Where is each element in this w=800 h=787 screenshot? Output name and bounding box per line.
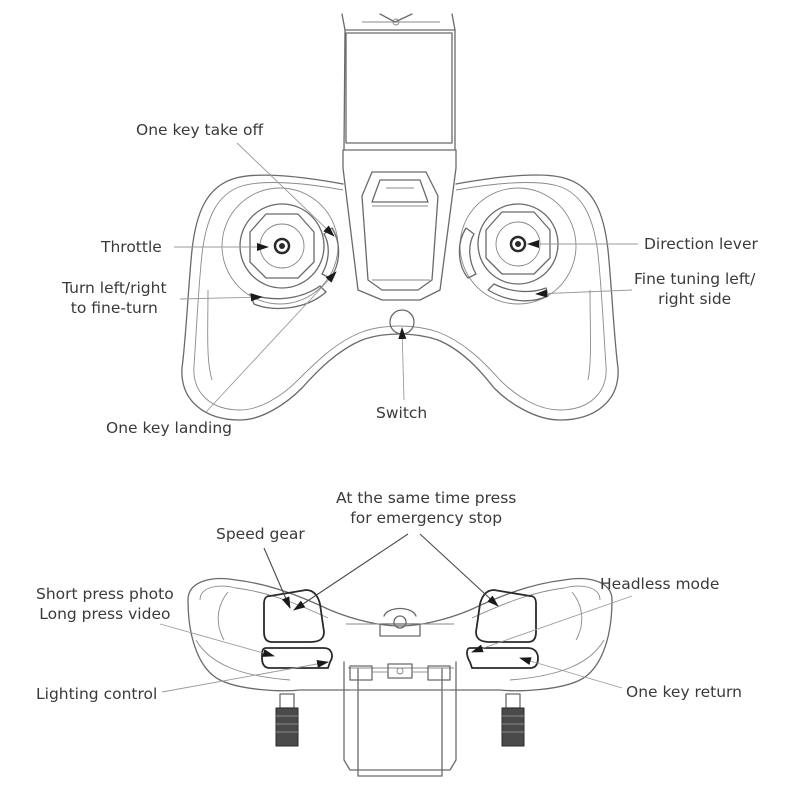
take-off-button: [321, 227, 340, 279]
label-direction-lever: Direction lever: [644, 235, 758, 253]
label-photo-line2: Long press video: [39, 605, 171, 623]
return-pointer: [519, 657, 623, 689]
photo-pointer: [159, 623, 275, 657]
landing-pointer: [205, 271, 337, 413]
label-headless-mode: Headless mode: [600, 575, 720, 593]
emergency-pointer-right: [419, 533, 499, 607]
phone-holder-front: [343, 661, 457, 777]
speed-gear-pointer: [263, 547, 291, 609]
label-emergency-stop: At the same time press for emergency sto…: [336, 488, 516, 528]
label-one-key-landing: One key landing: [106, 419, 232, 437]
fine-tuning-pointer: [535, 289, 633, 298]
label-speed-gear: Speed gear: [216, 525, 305, 543]
front-shell: [187, 577, 613, 692]
take-off-pointer: [236, 142, 335, 237]
front-view-controller: [159, 533, 633, 777]
label-emergency-line1: At the same time press: [336, 489, 517, 507]
left-antenna: [275, 693, 299, 747]
right-antenna: [501, 693, 525, 747]
fine-tuning-side-button: [487, 283, 549, 302]
throttle-stick: [221, 187, 339, 305]
label-switch: Switch: [376, 404, 428, 422]
phone-holder: [341, 13, 456, 151]
fine-turn-trim-button: [249, 285, 327, 310]
label-one-key-return: One key return: [626, 683, 742, 701]
label-throttle: Throttle: [101, 238, 162, 256]
speed-gear-button: [263, 589, 325, 643]
label-fine-tuning-line1: Fine tuning left/: [634, 270, 756, 288]
center-column: [342, 149, 457, 301]
one-key-return-button: [466, 647, 539, 669]
label-photo-line1: Short press photo: [36, 585, 174, 603]
fine-turn-pointer: [179, 293, 263, 302]
headless-side-button: [458, 227, 477, 279]
label-emergency-line2: for emergency stop: [350, 509, 503, 527]
lighting-pointer: [161, 660, 329, 693]
headless-mode-button: [475, 589, 537, 643]
label-fine-tuning: Fine tuning left/ right side: [634, 269, 755, 309]
label-turn-fine-turn: Turn left/right to fine-turn: [62, 278, 167, 318]
direction-stick: [459, 187, 577, 305]
label-lighting-control: Lighting control: [36, 685, 158, 703]
photo-video-button: [261, 647, 333, 669]
headless-pointer: [471, 595, 633, 653]
label-turn-fine-turn-line1: Turn left/right: [62, 279, 167, 297]
label-one-key-take-off: One key take off: [136, 121, 264, 139]
label-turn-fine-turn-line2: to fine-turn: [70, 299, 158, 317]
emergency-pointer-left: [293, 533, 409, 611]
label-photo-video: Short press photo Long press video: [36, 584, 174, 624]
top-view-controller: [174, 13, 638, 421]
switch-pointer: [398, 327, 407, 401]
label-fine-tuning-line2: right side: [658, 290, 732, 308]
center-knob: [346, 607, 454, 637]
